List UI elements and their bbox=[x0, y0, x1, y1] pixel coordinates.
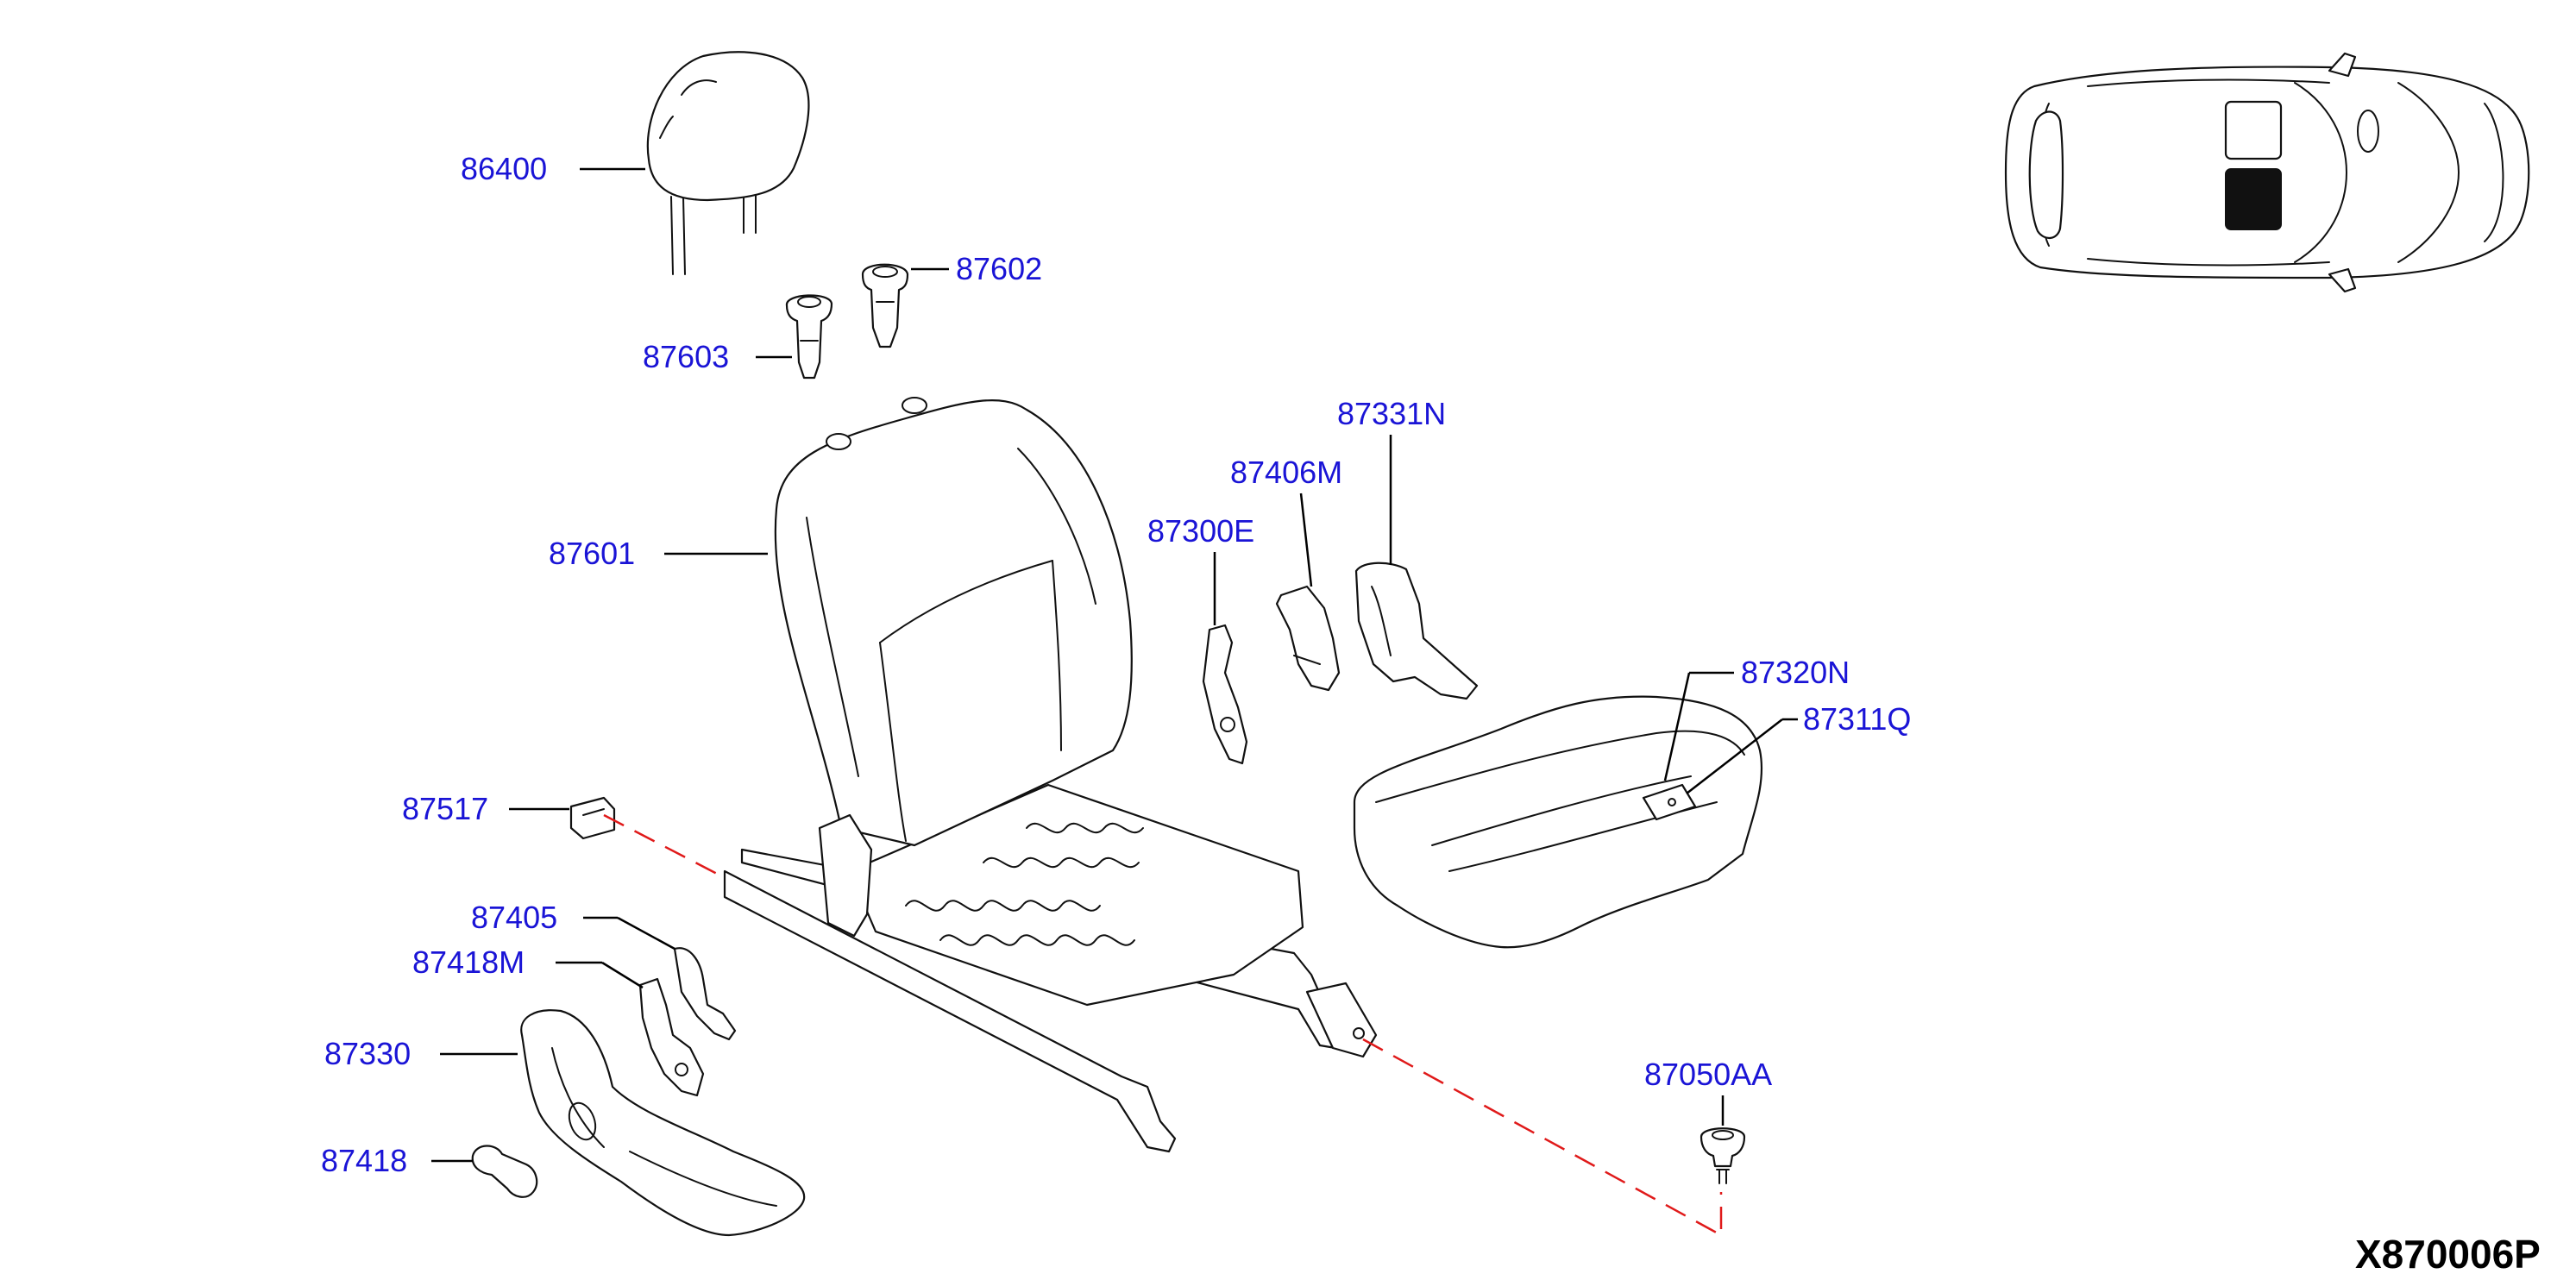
seat-cushion-part[interactable] bbox=[1353, 695, 1763, 949]
cap-part-87418[interactable] bbox=[471, 1145, 538, 1198]
trim-part-87331n[interactable] bbox=[1354, 562, 1479, 700]
label-87418[interactable]: 87418 bbox=[321, 1143, 407, 1178]
headrest-guide-87602[interactable] bbox=[861, 263, 909, 348]
label-87300e[interactable]: 87300E bbox=[1147, 513, 1254, 549]
label-87331n[interactable]: 87331N bbox=[1337, 396, 1446, 431]
label-87602[interactable]: 87602 bbox=[956, 251, 1042, 286]
leader-87418m-drop bbox=[601, 961, 644, 989]
leader-87320n-drop bbox=[1663, 672, 1691, 781]
label-87603[interactable]: 87603 bbox=[643, 339, 729, 374]
headrest-guide-87603[interactable] bbox=[785, 294, 833, 380]
dash-connector-87517 bbox=[603, 813, 721, 877]
leader-87405-drop bbox=[617, 916, 675, 951]
leader-87406m bbox=[1299, 493, 1313, 587]
label-87406m[interactable]: 87406M bbox=[1230, 455, 1342, 490]
bolt-part-87050aa[interactable] bbox=[1700, 1127, 1746, 1184]
label-87601[interactable]: 87601 bbox=[549, 536, 635, 571]
trim-part-87300e[interactable] bbox=[1202, 624, 1248, 765]
trim-part-87405[interactable] bbox=[673, 947, 737, 1041]
label-87405[interactable]: 87405 bbox=[471, 900, 557, 935]
label-87330[interactable]: 87330 bbox=[324, 1036, 411, 1071]
seat-frame-assembly[interactable] bbox=[723, 397, 1378, 1153]
label-87517[interactable]: 87517 bbox=[402, 791, 488, 826]
diagram-code: X870006P bbox=[2355, 1232, 2541, 1277]
vehicle-locator-icon bbox=[2004, 52, 2530, 293]
trim-part-87406m[interactable] bbox=[1275, 585, 1341, 692]
label-87320n[interactable]: 87320N bbox=[1741, 655, 1850, 690]
label-86400[interactable]: 86400 bbox=[461, 151, 547, 186]
headrest-part[interactable] bbox=[646, 51, 810, 275]
clip-part-87517[interactable] bbox=[569, 796, 616, 840]
label-87050aa[interactable]: 87050AA bbox=[1644, 1057, 1772, 1092]
leader-87311q-drop bbox=[1686, 718, 1783, 794]
trim-part-87418m[interactable] bbox=[638, 977, 705, 1097]
label-87418m[interactable]: 87418M bbox=[412, 944, 525, 980]
side-cover-87330[interactable] bbox=[520, 1009, 806, 1237]
label-87311q[interactable]: 87311Q bbox=[1803, 701, 1911, 737]
